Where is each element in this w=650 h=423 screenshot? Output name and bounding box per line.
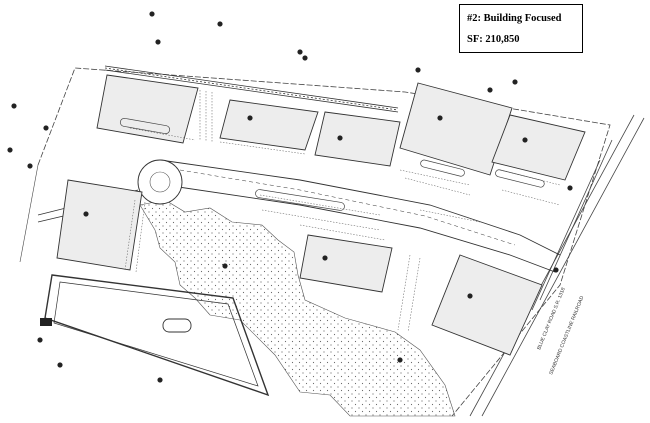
north-rail-strip <box>104 65 399 113</box>
building-1 <box>96 74 199 144</box>
scheme-title: #2: Building Focused <box>467 13 562 24</box>
building-8 <box>431 254 543 356</box>
square-footage: SF: 210,850 <box>467 34 520 45</box>
building-6 <box>56 179 143 271</box>
cul-de-sac <box>137 159 183 205</box>
building-7 <box>299 234 393 293</box>
scheme-title-box: #2: Building Focused SF: 210,850 <box>459 4 583 53</box>
highway <box>531 139 613 311</box>
building-4 <box>399 82 513 176</box>
building-3 <box>314 111 401 167</box>
main-access-road <box>159 159 561 273</box>
wetland-area <box>139 199 456 417</box>
building-5 <box>491 114 586 181</box>
building-2 <box>219 99 319 151</box>
property-boundary <box>37 67 611 417</box>
survey-markers <box>7 11 573 383</box>
stormwater-pond <box>40 274 270 397</box>
